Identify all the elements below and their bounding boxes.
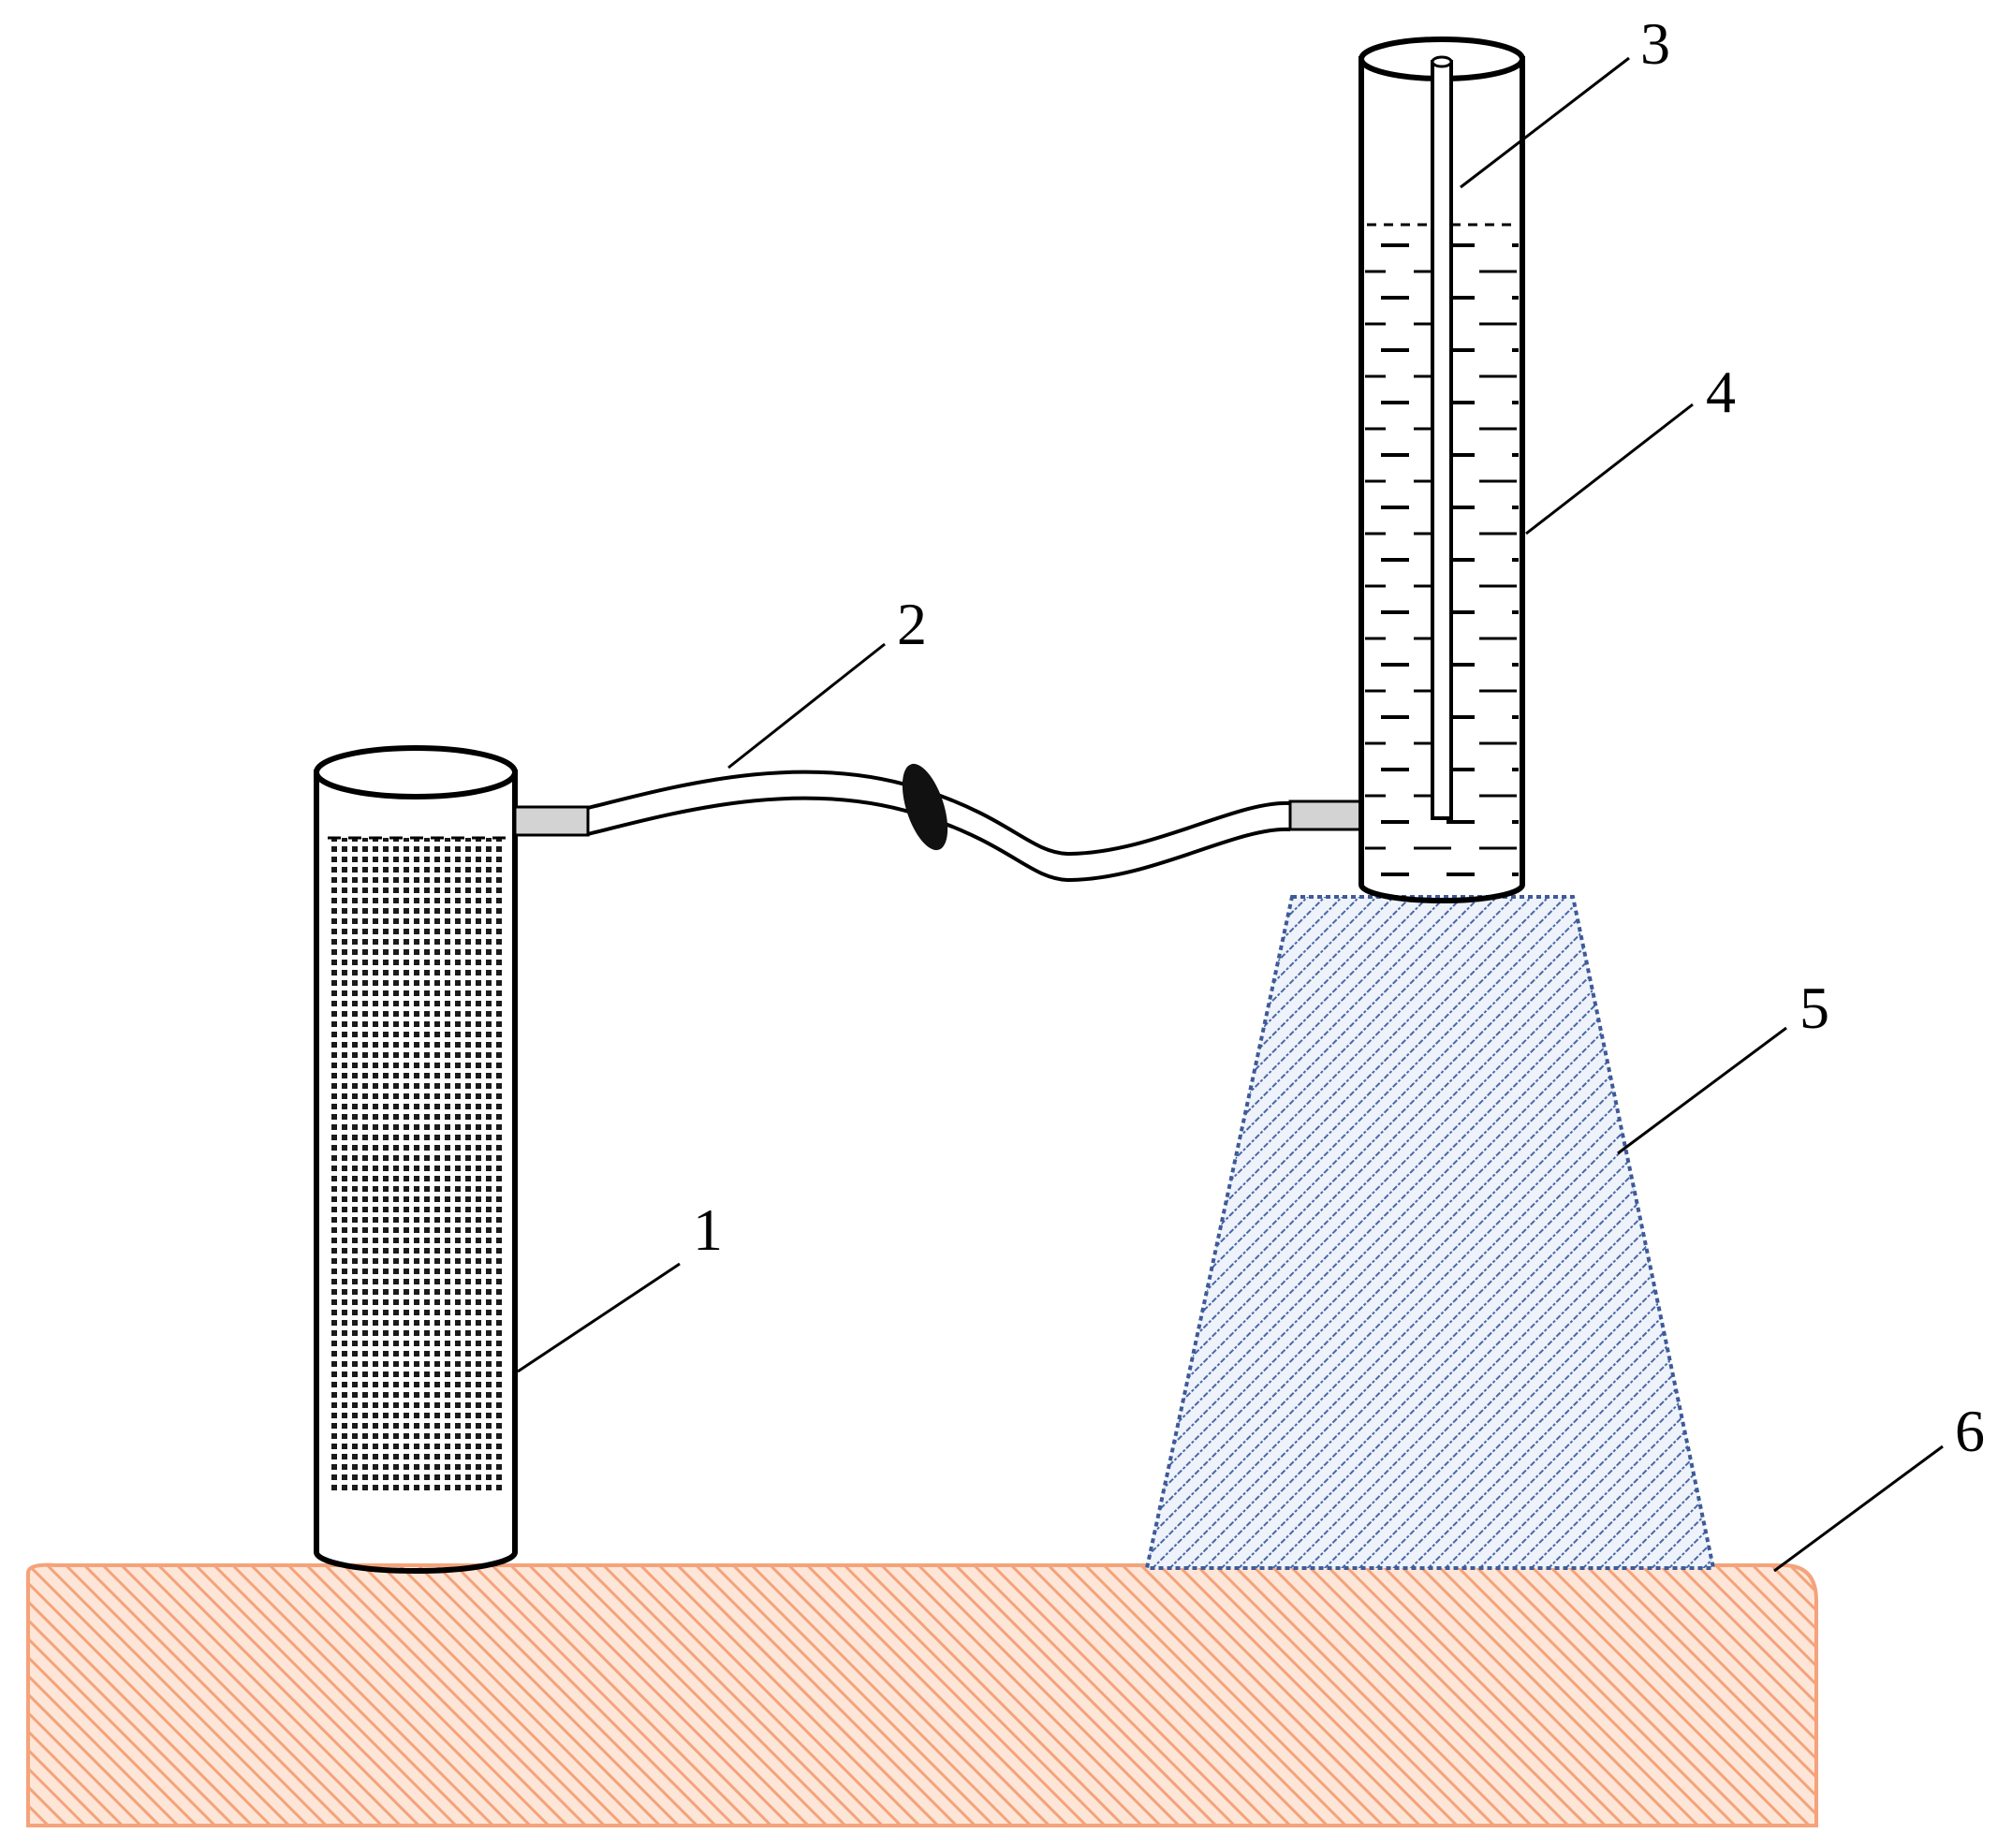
- hose-clamp: [902, 763, 948, 851]
- ground-base: [26, 1562, 1818, 1827]
- leader-line-6: [1773, 1445, 1944, 1573]
- leader-line-4: [1525, 403, 1694, 535]
- soil-mound: [1144, 895, 1716, 1570]
- perforated-cylinder: [314, 745, 518, 1574]
- inner-tube: [1431, 55, 1453, 820]
- leader-line-1: [517, 1262, 681, 1373]
- leader-line-5: [1617, 1026, 1787, 1155]
- label-part-1: 1: [693, 1196, 723, 1263]
- label-part-4: 4: [1706, 359, 1736, 425]
- label-part-3: 3: [1640, 10, 1670, 77]
- right-connector: [1288, 799, 1365, 831]
- label-part-5: 5: [1799, 975, 1829, 1041]
- left-connector: [513, 805, 590, 837]
- label-part-6: 6: [1955, 1398, 1985, 1464]
- leader-line-2: [727, 642, 886, 770]
- label-part-2: 2: [897, 591, 927, 657]
- leader-line-3: [1460, 56, 1630, 189]
- connecting-hose: [587, 770, 1291, 883]
